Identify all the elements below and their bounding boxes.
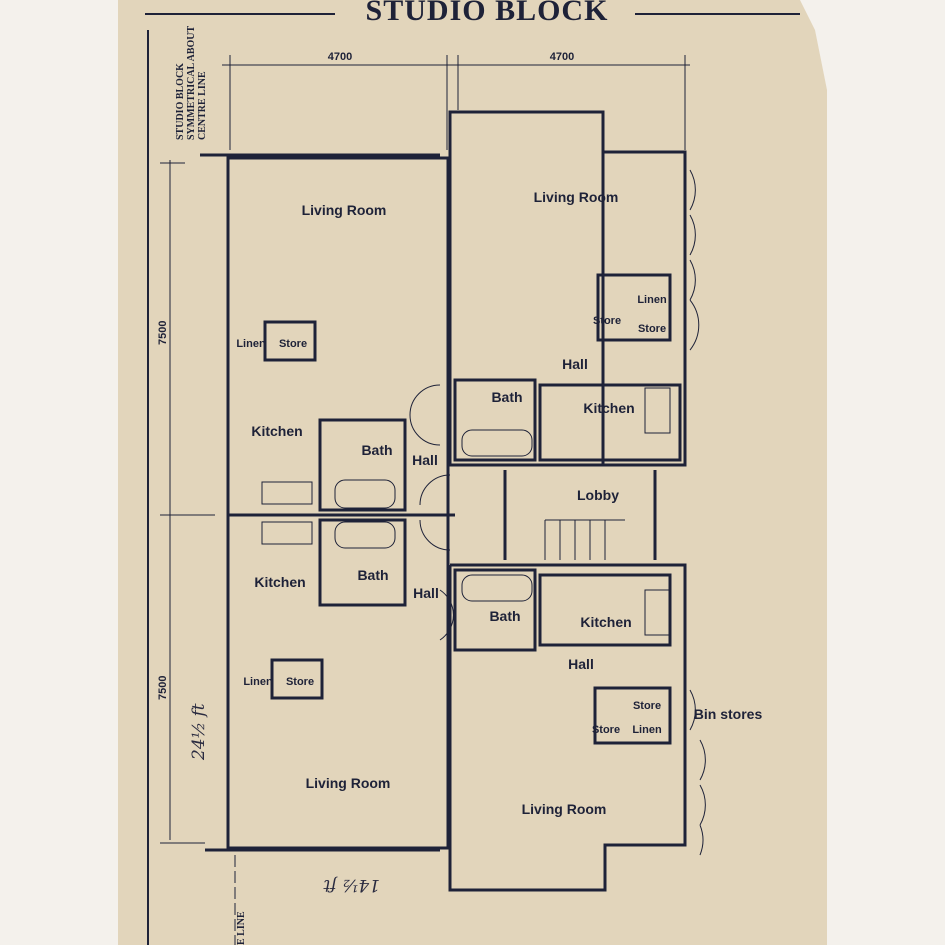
fixtures-stairs <box>261 169 706 856</box>
room-label: Living Room <box>534 189 619 205</box>
room-label: Hall <box>568 656 594 672</box>
room-label: Bath <box>491 389 522 405</box>
room-label: Store <box>633 700 661 712</box>
room-label: Kitchen <box>251 423 302 439</box>
room-label: Lobby <box>577 487 619 503</box>
dim-height-bottom: 7500 <box>157 676 169 700</box>
room-label: Hall <box>413 585 439 601</box>
room-label: Hall <box>412 452 438 468</box>
room-label: Living Room <box>302 202 387 218</box>
room-label: Linen <box>236 338 266 350</box>
room-label: Store <box>279 338 307 350</box>
room-label: Kitchen <box>583 400 634 416</box>
room-label: Store <box>638 323 666 335</box>
room-label: Store <box>592 724 620 736</box>
room-label: Kitchen <box>254 574 305 590</box>
room-label: Linen <box>637 294 667 306</box>
room-label: Kitchen <box>580 614 631 630</box>
symmetry-note: STUDIO BLOCK SYMMETRICAL ABOUT CENTRE LI… <box>175 25 208 140</box>
room-label: Bath <box>361 442 392 458</box>
handwritten-height: 24½ ft <box>189 703 209 761</box>
room-label: Store <box>593 315 621 327</box>
room-label: Bath <box>489 608 520 624</box>
room-label: Linen <box>632 724 662 736</box>
note-line: STUDIO BLOCK <box>175 63 186 140</box>
room-label: Living Room <box>522 801 607 817</box>
room-label: Bin stores <box>694 706 763 722</box>
handwritten-width: 14½ ft <box>323 875 380 895</box>
dim-width-right: 4700 <box>550 51 574 63</box>
note-line: SYMMETRICAL ABOUT <box>186 25 197 140</box>
walls <box>200 110 687 892</box>
room-label: Bath <box>357 567 388 583</box>
dim-height-top: 7500 <box>157 321 169 345</box>
paper-sheet <box>118 0 827 945</box>
room-label: Linen <box>243 676 273 688</box>
room-label: Store <box>286 676 314 688</box>
dimension-lines <box>147 30 690 945</box>
room-label: Hall <box>562 356 588 372</box>
note-line: CENTRE LINE <box>197 71 208 140</box>
page-title: STUDIO BLOCK <box>366 0 609 27</box>
room-label: Living Room <box>306 775 391 791</box>
centre-line-label: E LINE <box>236 911 247 945</box>
dim-width-left: 4700 <box>328 51 352 63</box>
